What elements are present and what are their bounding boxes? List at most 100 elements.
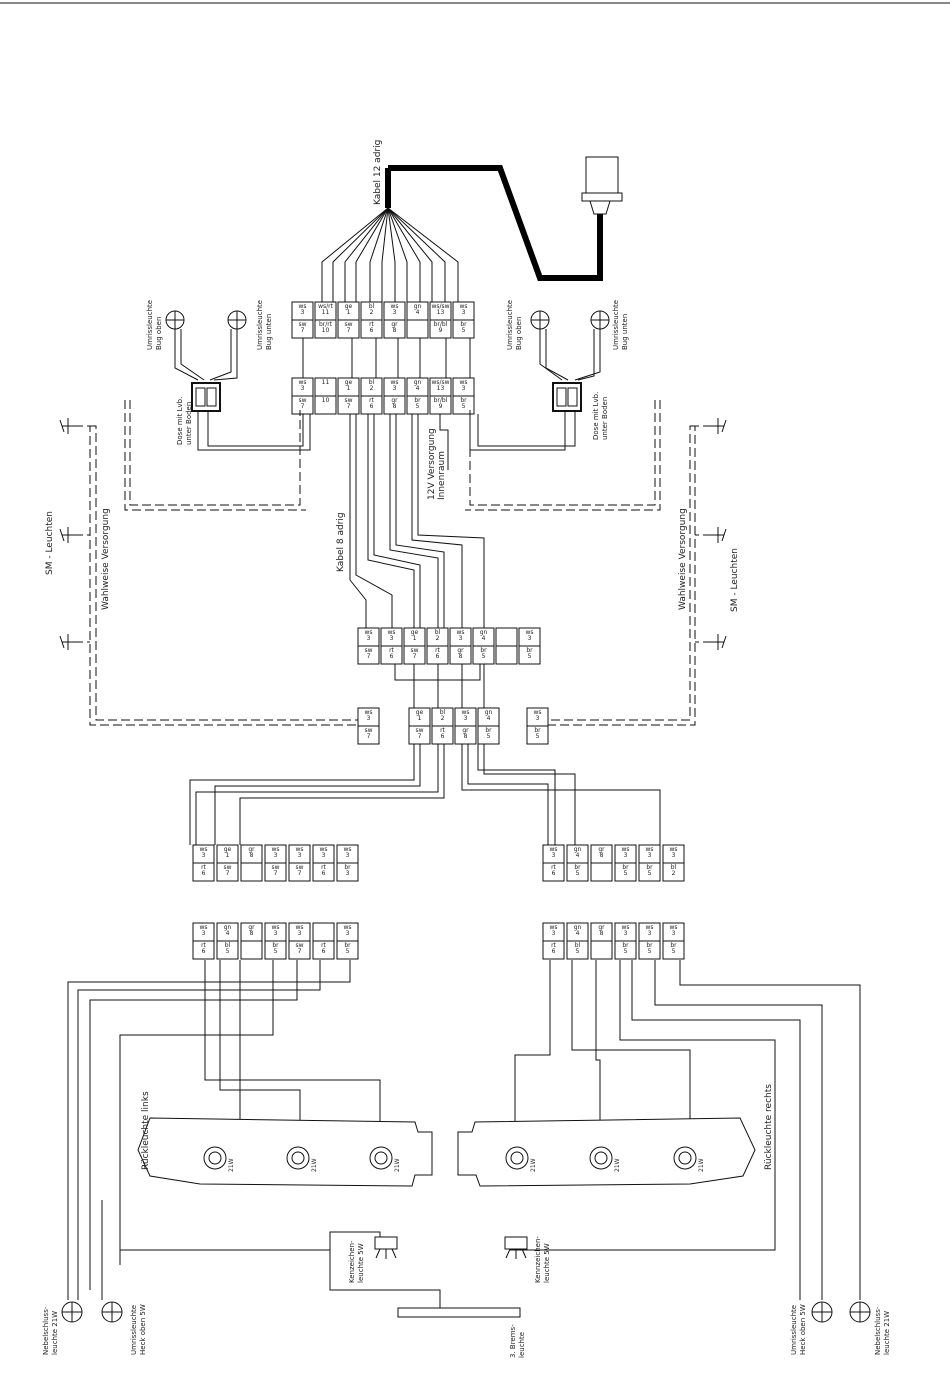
terminal-text: 4: [226, 930, 230, 937]
terminal-text: ws: [343, 846, 351, 853]
terminal-text: ws: [295, 924, 303, 931]
terminal-text: 5: [648, 870, 652, 877]
terminal-text: rt: [389, 647, 394, 654]
terminal-text: gr: [457, 647, 464, 654]
terminal-text: gr: [248, 846, 255, 853]
terminal-text: 6: [322, 870, 326, 877]
terminal-text: ws: [387, 629, 395, 636]
terminal-text: rt: [321, 942, 326, 949]
junction-box-right: [552, 382, 582, 412]
terminal-text: ws: [621, 924, 629, 931]
terminal-text: gn: [414, 379, 422, 386]
plug-connector-icon: [581, 156, 623, 215]
box-lvb-right-line2: unter Boden: [601, 397, 609, 440]
terminal-text: sw: [298, 321, 306, 328]
terminal-text: rt: [551, 942, 556, 949]
terminal-text: br: [622, 864, 629, 871]
terminal-text: 13: [437, 385, 445, 392]
terminal-text: 6: [370, 327, 374, 334]
terminal-text: bl: [369, 303, 375, 310]
svg-text:UmrissleuchteBug unten: UmrissleuchteBug unten: [612, 300, 629, 350]
sm-lamp-left-2: [59, 527, 74, 543]
terminal-text: 3: [367, 635, 371, 642]
terminal-text: ws: [199, 924, 207, 931]
terminal-text: gn: [574, 846, 582, 853]
kennz-l-2: leuchte 5W: [357, 1243, 365, 1283]
terminal-text: 7: [367, 653, 371, 660]
terminal-cell: gn4: [406, 301, 429, 339]
terminal-text: 8: [393, 327, 397, 334]
terminal-text: 1: [413, 635, 417, 642]
terminal-text: 5: [462, 403, 466, 410]
bug-unten-right-1: Umrissleuchte: [612, 300, 620, 350]
terminal-text: 3: [367, 715, 371, 722]
terminal-text: 3: [459, 635, 463, 642]
terminal-text: 5: [416, 403, 420, 410]
terminal-text: br/rt: [319, 321, 333, 328]
terminal-text: ws: [298, 379, 306, 386]
svg-text:UmrissleuchteHeck oben 5W: UmrissleuchteHeck oben 5W: [130, 1304, 147, 1355]
terminal-text: 8: [600, 852, 604, 859]
rl-rechts-label: Rückleuchte rechts: [764, 1084, 774, 1170]
terminal-text: 3: [462, 385, 466, 392]
terminal-cell: [495, 627, 518, 665]
box-lvb-left-line1: Dose mit Lvb.: [176, 397, 184, 445]
heck-r-1: Umrissleuchte: [790, 1305, 798, 1355]
terminal-text: gr: [391, 321, 398, 328]
terminal-text: 3: [390, 635, 394, 642]
marker-lamp-icon: [227, 310, 247, 330]
terminal-text: 7: [298, 948, 302, 955]
heck-r-2: Heck oben 5W: [799, 1304, 807, 1355]
terminal-text: sw: [415, 727, 423, 734]
terminal-text: 7: [226, 870, 230, 877]
terminal-text: sw: [295, 942, 303, 949]
terminal-text: 5: [226, 948, 230, 955]
terminal-text: ws: [390, 303, 398, 310]
terminal-text: br: [574, 864, 581, 871]
terminal-text: 3: [274, 852, 278, 859]
terminal-text: 3: [346, 852, 350, 859]
terminal-text: 5: [274, 948, 278, 955]
terminal-text: 4: [576, 852, 580, 859]
terminal-text: gn: [485, 709, 493, 716]
terminal-text: 6: [322, 948, 326, 955]
terminal-text: gn: [224, 924, 232, 931]
bug-unten-right-2: Bug unten: [621, 314, 629, 350]
terminal-text: br: [344, 864, 351, 871]
svg-text:UmrissleuchteBug oben: UmrissleuchteBug oben: [506, 300, 523, 350]
terminal-text: 8: [464, 733, 468, 740]
terminal-text: 1: [347, 385, 351, 392]
box-lvb-right-line1: Dose mit Lvb.: [592, 392, 600, 440]
svg-text:Kennzeichen-leuchte 5W: Kennzeichen-leuchte 5W: [534, 1236, 551, 1283]
terminal-text: ws: [459, 379, 467, 386]
terminal-text: br: [272, 942, 279, 949]
cable-12-trunk: [388, 165, 603, 281]
terminal-text: ws: [459, 303, 467, 310]
terminal-text: 7: [274, 870, 278, 877]
wahlweise-right: Wahlweise Versorgung: [678, 508, 688, 610]
terminal-text: br/bl: [434, 321, 448, 328]
sm-lamp-right-3: [712, 634, 727, 650]
terminal-text: 6: [390, 653, 394, 660]
terminal-text: ws: [319, 846, 327, 853]
terminal-cell: gr8: [240, 844, 263, 882]
terminal-cell: gr8: [590, 844, 613, 882]
kennz-r-2: leuchte 5W: [543, 1243, 551, 1283]
terminal-text: ws: [271, 846, 279, 853]
